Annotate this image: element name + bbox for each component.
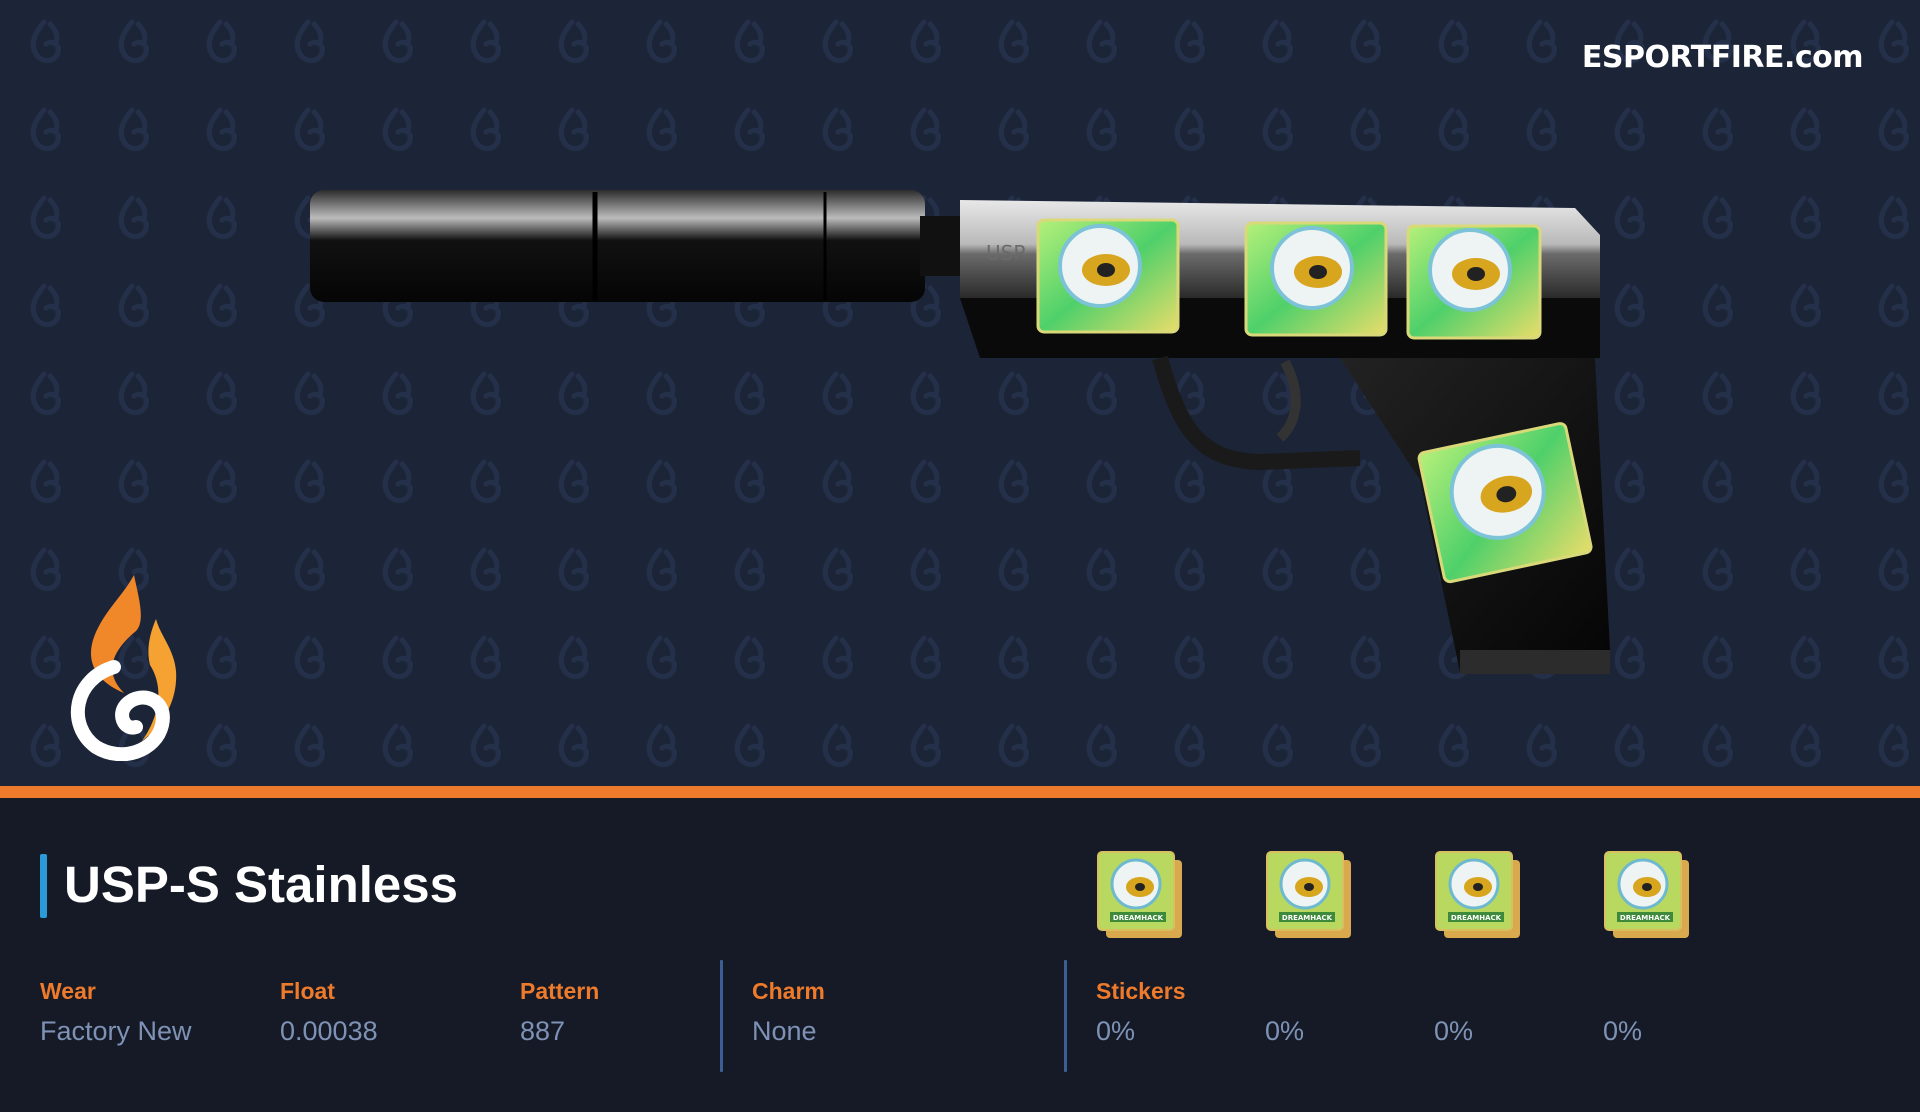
charm-label: Charm	[752, 978, 825, 1004]
wear-value: Factory New	[40, 1016, 192, 1046]
wear-label: Wear	[40, 978, 96, 1004]
charm-value: None	[752, 1016, 817, 1046]
gun-sticker-3	[1406, 224, 1542, 340]
svg-text:DREAMHACK: DREAMHACK	[1113, 914, 1164, 922]
team-dignitas-dreamhack-sticker-icon[interactable]: DREAMHACK	[1603, 850, 1693, 942]
gun-sticker-1	[1036, 218, 1180, 334]
pattern-value: 887	[520, 1016, 566, 1046]
float-label: Float	[280, 978, 335, 1004]
team-dignitas-dreamhack-sticker-icon[interactable]: DREAMHACK	[1434, 850, 1524, 942]
sticker-wear-1: 0%	[1096, 1016, 1136, 1046]
weapon-marking: USP	[986, 241, 1025, 265]
item-title: USP-S Stainless	[64, 856, 458, 913]
float-value: 0.00038	[280, 1016, 378, 1046]
accent-divider	[0, 786, 1920, 798]
sticker-wear-2: 0%	[1265, 1016, 1305, 1046]
team-dignitas-dreamhack-sticker-icon[interactable]: DREAMHACK	[1265, 850, 1355, 942]
weapon-image: USP	[310, 190, 1610, 674]
pattern-label: Pattern	[520, 978, 600, 1004]
hero-section: ESPORTFIRE.com	[0, 0, 1920, 786]
title-accent-bar	[40, 854, 47, 918]
svg-text:DREAMHACK: DREAMHACK	[1451, 914, 1502, 922]
esportfire-flame-logo	[70, 575, 177, 761]
sticker-wear-3: 0%	[1434, 1016, 1474, 1046]
item-info-panel: USP-S Stainless Wear Factory New Float 0…	[0, 798, 1920, 1112]
brand-wordmark[interactable]: ESPORTFIRE.com	[1581, 40, 1864, 75]
gun-sticker-4	[1417, 422, 1593, 584]
svg-text:DREAMHACK: DREAMHACK	[1282, 914, 1333, 922]
stickers-label: Stickers	[1096, 978, 1186, 1004]
column-separator	[1064, 960, 1067, 1072]
sticker-wear-4: 0%	[1603, 1016, 1643, 1046]
team-dignitas-dreamhack-sticker-icon[interactable]: DREAMHACK	[1096, 850, 1186, 942]
column-separator	[720, 960, 723, 1072]
svg-text:DREAMHACK: DREAMHACK	[1620, 914, 1671, 922]
gun-sticker-2	[1244, 221, 1388, 337]
